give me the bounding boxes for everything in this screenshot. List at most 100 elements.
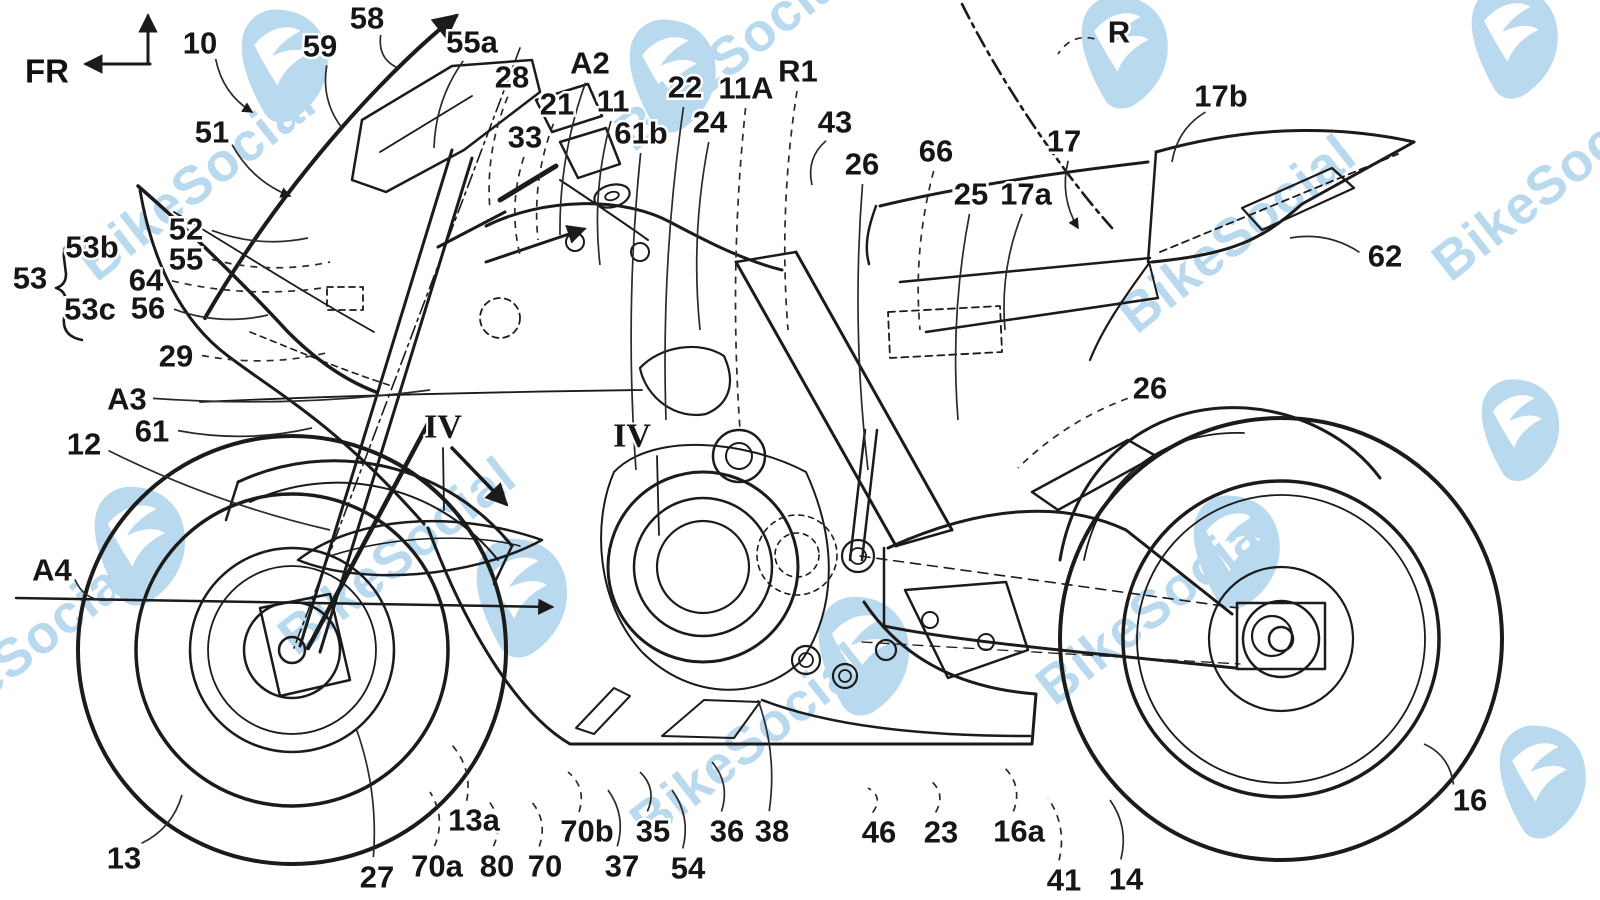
leader-line-13a <box>451 744 469 801</box>
line-R <box>960 2 1114 230</box>
label-53-bracket <box>54 234 84 342</box>
part-label-70: 70 <box>528 849 562 884</box>
leader-line-a2 <box>559 82 587 236</box>
part-label-28: 28 <box>495 60 529 95</box>
lower-cowl <box>426 526 1038 746</box>
axis-A2-line <box>484 225 587 264</box>
part-label-56: 56 <box>131 291 165 326</box>
part-label-66: 66 <box>919 134 953 169</box>
part-label-r: R <box>1108 15 1130 50</box>
part-label-61b: 61b <box>614 116 667 151</box>
part-label-70b: 70b <box>560 814 613 849</box>
leader-line-62 <box>1289 235 1360 253</box>
leader-line-17a <box>1003 213 1023 331</box>
leader-line-64 <box>171 280 323 293</box>
part-label-26: 26 <box>845 147 879 182</box>
leader-line-26 <box>857 183 869 471</box>
leader-line-16 <box>1423 743 1455 785</box>
leader-line-55a <box>433 60 464 149</box>
leader-line-70a <box>429 791 441 847</box>
leader-line-17b <box>1171 111 1206 163</box>
part-label-59: 59 <box>303 29 337 64</box>
leader-line-80 <box>487 799 499 847</box>
part-label-a2: A2 <box>570 46 610 81</box>
part-label-29: 29 <box>159 339 193 374</box>
leader-line-14 <box>1109 799 1125 860</box>
part-label-52: 52 <box>169 212 203 247</box>
leader-line-55 <box>211 258 331 269</box>
part-label-58: 58 <box>350 1 384 36</box>
tank-and-frame <box>484 160 1160 562</box>
tail-cowl <box>1088 128 1416 362</box>
leader-line-70b <box>567 771 583 813</box>
leader-line-38 <box>757 699 773 812</box>
leader-line-58 <box>379 34 399 69</box>
leader-line-35 <box>639 771 652 812</box>
part-label-43: 43 <box>818 105 852 140</box>
part-label-11a: 11A <box>718 71 773 106</box>
part-label-51: 51 <box>195 115 229 150</box>
leader-line-22 <box>664 106 685 421</box>
leader-line-26 <box>1017 397 1129 469</box>
leader-line-52 <box>211 229 309 243</box>
leader-line-a4 <box>74 579 109 601</box>
bikesocial-text-watermark: BikeSocial <box>0 543 147 765</box>
part-label-62: 62 <box>1368 239 1402 274</box>
leader-line-25 <box>954 213 971 421</box>
part-label-r1: R1 <box>778 54 818 89</box>
part-label-16: 16 <box>1453 783 1487 818</box>
leader-line-61 <box>177 427 313 438</box>
part-label-23: 23 <box>924 815 958 850</box>
part-label-a4: A4 <box>32 553 72 588</box>
section-marker-iv: IV <box>613 418 651 455</box>
bikesocial-logo-watermark <box>1493 717 1596 844</box>
leader-line-r1 <box>783 90 798 331</box>
part-label-61: 61 <box>135 414 169 449</box>
part-label-17b: 17b <box>1194 79 1247 114</box>
bikesocial-text-watermark: BikeSocial <box>1107 123 1367 345</box>
part-label-13a: 13a <box>448 803 500 838</box>
part-label-53c: 53c <box>64 292 116 327</box>
leader-line-17 <box>1064 160 1079 230</box>
part-label-a3: A3 <box>107 382 147 417</box>
leader-line-54 <box>671 789 687 849</box>
leader-line-12 <box>108 449 331 531</box>
part-label-17: 17 <box>1047 124 1081 159</box>
part-label-22: 22 <box>668 70 702 105</box>
leader-line-41 <box>1047 797 1063 861</box>
leader-line-r <box>1057 36 1095 55</box>
front-fairing <box>136 184 643 577</box>
section-line-IV-left <box>442 447 445 511</box>
part-label-13: 13 <box>107 841 141 876</box>
leader-line-23 <box>929 779 941 813</box>
part-label-37: 37 <box>605 849 639 884</box>
part-label-53: 53 <box>13 261 47 296</box>
part-label-25: 25 <box>954 177 988 212</box>
part-label-80: 80 <box>480 849 514 884</box>
part-label-53b: 53b <box>65 230 118 265</box>
leader-line-24 <box>695 141 710 331</box>
leader-line-11 <box>596 120 612 266</box>
leader-line-36 <box>711 761 726 812</box>
part-label-12: 12 <box>67 427 101 462</box>
part-label-38: 38 <box>755 814 789 849</box>
part-label-41: 41 <box>1047 863 1081 898</box>
leader-line-33 <box>513 156 525 256</box>
part-label-70a: 70a <box>411 849 463 884</box>
leader-line-11a <box>734 107 747 431</box>
fr-direction-label: FR <box>25 53 69 90</box>
leader-line-61b <box>630 152 642 471</box>
bikesocial-text-watermark: BikeSocial <box>1421 71 1600 293</box>
part-label-11: 11 <box>597 84 630 119</box>
leader-line-66 <box>917 170 935 331</box>
leader-line-13 <box>141 794 183 845</box>
mirror <box>350 58 542 194</box>
leader-line-28 <box>488 96 509 211</box>
leader-line-21 <box>535 123 555 241</box>
leader-line-70 <box>529 799 544 847</box>
part-label-17a: 17a <box>1000 177 1052 212</box>
front-fork <box>293 47 521 654</box>
part-label-10: 10 <box>183 26 217 61</box>
part-label-24: 24 <box>693 105 728 140</box>
